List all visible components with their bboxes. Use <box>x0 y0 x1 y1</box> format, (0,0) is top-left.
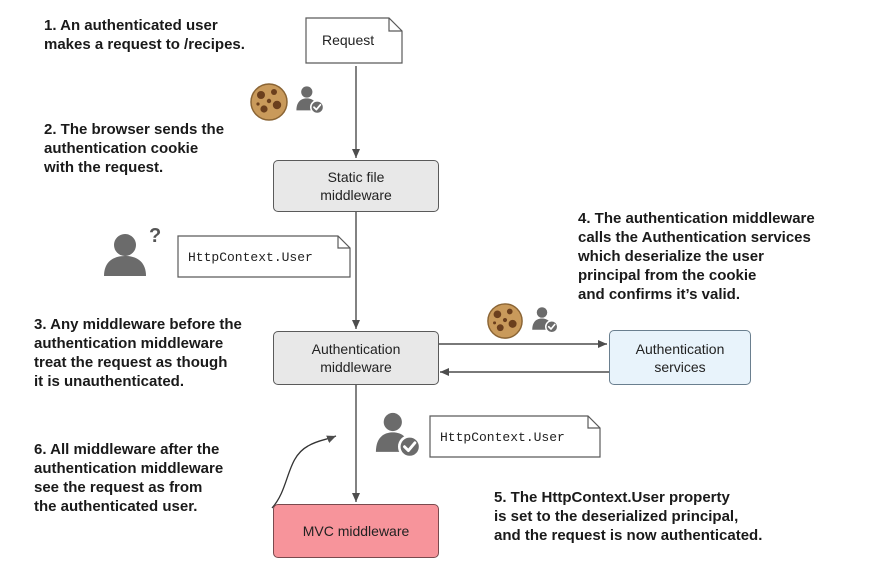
note-step4-line: 4. The authentication middleware <box>578 210 815 227</box>
static-file-middleware-line2: middleware <box>320 187 392 203</box>
context-user-label-1: HttpContext.User <box>188 250 313 265</box>
verified-user-icon <box>295 85 325 115</box>
note-step5-line: 5. The HttpContext.User property <box>494 489 730 506</box>
note-step6-line: 6. All middleware after the <box>34 441 220 458</box>
note-step1: 1. An authenticated user makes a request… <box>44 16 245 54</box>
note-step3: 3. Any middleware before the authenticat… <box>34 315 242 391</box>
note-step3-line: treat the request as though <box>34 354 228 371</box>
note-step3-line: 3. Any middleware before the <box>34 316 242 333</box>
authentication-services-box: Authentication services <box>609 330 751 385</box>
note-step6-line: the authenticated user. <box>34 498 198 515</box>
note-step2: 2. The browser sends the authentication … <box>44 120 224 177</box>
mvc-middleware-label: MVC middleware <box>302 523 410 539</box>
context-user-document-1-shape <box>177 235 351 278</box>
cookie-icon <box>250 83 288 121</box>
note-step4: 4. The authentication middleware calls t… <box>578 209 815 304</box>
authentication-middleware-line1: Authentication <box>311 341 401 357</box>
unknown-user-icon <box>104 234 146 276</box>
cookie-icon <box>487 303 523 339</box>
authentication-services-line2: services <box>654 358 706 375</box>
note-step4-line: which deserialize the user <box>578 248 764 265</box>
static-file-middleware-box: Static file middleware <box>273 160 439 212</box>
note-step2-line: 2. The browser sends the <box>44 121 225 138</box>
note-step4-line: principal from the cookie <box>578 267 757 284</box>
note-step6-line: see the request as from <box>34 479 203 496</box>
unknown-user-mark: ? <box>149 225 162 247</box>
curved-pointer-step6 <box>271 435 337 509</box>
note-step1-line: makes a request to /recipes. <box>44 36 245 53</box>
note-step4-line: and confirms it’s valid. <box>578 286 740 303</box>
verified-user-icon <box>531 306 559 334</box>
note-step6-line: authentication middleware <box>34 460 224 477</box>
note-step5-line: and the request is now authenticated. <box>494 527 763 544</box>
mvc-middleware-box: MVC middleware <box>273 504 439 558</box>
authentication-middleware-box: Authentication middleware <box>273 331 439 385</box>
note-step3-line: it is unauthenticated. <box>34 373 185 390</box>
note-step3-line: authentication middleware <box>34 335 224 352</box>
request-document-shape <box>305 17 403 64</box>
note-step5: 5. The HttpContext.User property is set … <box>494 488 762 545</box>
authentication-services-line1: Authentication <box>635 340 725 357</box>
context-user-document-2-shape <box>429 415 601 458</box>
note-step5-line: is set to the deserialized principal, <box>494 508 739 525</box>
note-step6: 6. All middleware after the authenticati… <box>34 440 223 516</box>
authentication-middleware-line2: middleware <box>320 359 392 375</box>
note-step1-line: 1. An authenticated user <box>44 17 218 34</box>
static-file-middleware-line1: Static file <box>327 169 385 185</box>
request-label: Request <box>322 32 375 48</box>
context-user-label-2: HttpContext.User <box>440 430 565 445</box>
note-step2-line: authentication cookie <box>44 140 199 157</box>
verified-user-icon <box>374 411 422 459</box>
note-step4-line: calls the Authentication services <box>578 229 811 246</box>
note-step2-line: with the request. <box>44 159 164 176</box>
